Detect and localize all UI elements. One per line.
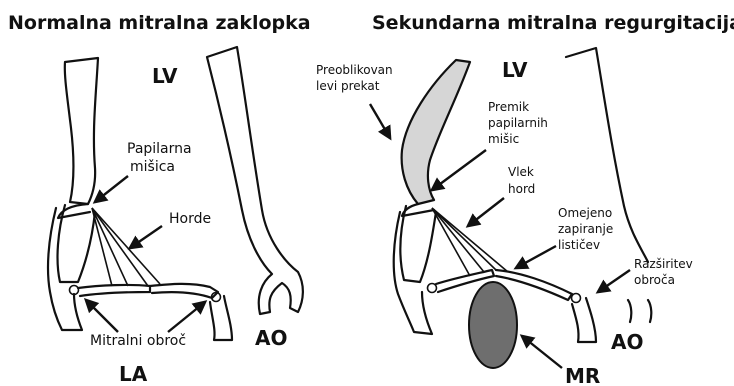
mr-label: MR — [565, 364, 600, 386]
papillary-shift-label-line2: papilarnih — [488, 116, 548, 130]
right-chorda-3 — [432, 208, 496, 270]
right-remodeled-lv-wall — [402, 60, 470, 204]
papillary-shift-label-line3: mišic — [488, 132, 519, 146]
left-posterior-leaflet — [78, 285, 150, 296]
left-papillary-label-line1: Papilarna — [127, 141, 192, 157]
papillary-shift-arrow — [432, 150, 486, 190]
left-annulus-arrow-1 — [86, 300, 118, 332]
left-la-label: LA — [119, 362, 148, 386]
left-chordae-label: Horde — [169, 211, 211, 227]
right-chorda-1 — [432, 208, 470, 276]
left-chorda-2 — [92, 208, 128, 286]
right-lv-label: LV — [502, 58, 528, 82]
left-la-wall — [210, 296, 232, 340]
restricted-leaflets-arrow — [516, 246, 556, 268]
annular-dilation-label-line1: Razširitev — [634, 257, 693, 271]
left-papillary-arrow — [95, 176, 128, 202]
right-panel-title: Sekundarna mitralna regurgitacija — [372, 12, 734, 34]
regurgitant-jet — [469, 282, 517, 368]
left-chorda-3 — [92, 208, 148, 286]
remodeled-lv-label-line2: levi prekat — [316, 79, 380, 93]
left-anterior-leaflet — [150, 284, 218, 298]
left-lv-label: LV — [152, 64, 178, 88]
restricted-leaflets-label-line2: zapiranje — [558, 222, 613, 236]
left-ao-label: AO — [255, 326, 287, 350]
left-lateral-aortic-wall — [207, 47, 303, 314]
right-aortic-root — [628, 300, 651, 322]
mr-arrow — [522, 336, 562, 368]
right-chorda-4 — [432, 208, 508, 272]
left-papillary-label-line2: mišica — [130, 159, 175, 175]
right-ao-label: AO — [611, 330, 643, 354]
left-panel-title: Normalna mitralna zaklopka — [8, 12, 311, 34]
right-posterior-wall — [394, 212, 432, 334]
right-annulus-ring-posterior — [428, 284, 437, 293]
annular-dilation-label-line2: obroča — [634, 273, 675, 287]
right-chorda-2 — [432, 208, 484, 272]
left-posterior-wall — [48, 208, 82, 330]
right-la-wall — [572, 298, 596, 342]
restricted-leaflets-label-line1: Omejeno — [558, 206, 612, 220]
restricted-leaflets-label-line3: lističev — [558, 238, 600, 252]
right-panel: Sekundarna mitralna regurgitacija LV Pre… — [316, 12, 734, 386]
right-annulus-ring-anterior — [572, 294, 581, 303]
chordal-tether-arrow — [468, 198, 504, 226]
chordal-tether-label-line2: hord — [508, 182, 535, 196]
left-annulus-arrow-2 — [168, 302, 205, 332]
chordal-tether-label-line1: Vlek — [508, 165, 534, 179]
right-ventricle-inner-outline — [400, 206, 436, 282]
remodeled-lv-label-line1: Preoblikovan — [316, 63, 393, 77]
remodeled-lv-arrow — [370, 104, 390, 138]
left-ventricle-inner-outline — [58, 205, 95, 282]
annular-dilation-arrow — [598, 270, 630, 292]
left-annulus-label: Mitralni obroč — [90, 333, 186, 349]
left-lv-septal-wall — [65, 58, 98, 204]
left-chordae-arrow — [130, 226, 162, 248]
papillary-shift-label-line1: Premik — [488, 100, 529, 114]
left-panel: Normalna mitralna zaklopka LV Papilarna … — [8, 12, 311, 386]
